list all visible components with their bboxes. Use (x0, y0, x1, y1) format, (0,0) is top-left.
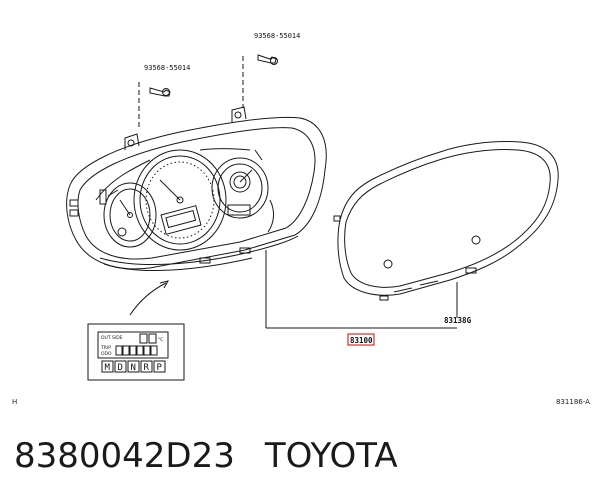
meter-glass (333, 141, 559, 301)
reference-code: 831186-A (556, 398, 590, 406)
parts-diagram: 93568-55014 93568-55014 83138G 83100 OUT… (12, 32, 590, 406)
speedometer (133, 149, 227, 251)
brand-name: TOYOTA (264, 436, 398, 476)
tachometer (103, 182, 157, 248)
mode-letter-d: D (118, 363, 123, 373)
mode-letter-n: N (131, 363, 136, 373)
callout-glass[interactable]: 83138G (444, 316, 472, 325)
display-inset (87, 323, 185, 381)
callout-meter-assy[interactable]: 83100 (350, 336, 373, 345)
detail-arrow (129, 280, 170, 316)
label-trip: TRIP (100, 345, 111, 351)
corner-mark: H (12, 398, 17, 406)
part-info: 8380042D23 TOYOTA (14, 436, 398, 476)
part-number: 8380042D23 (14, 436, 235, 476)
meter-housing (66, 106, 327, 272)
mode-letter-m: M (105, 363, 111, 373)
mode-letter-p: P (157, 363, 163, 373)
callout-screw-right[interactable]: 93568-55014 (254, 32, 300, 40)
label-degree: °C (158, 337, 163, 343)
screw-left (138, 82, 171, 130)
meter-detail-lines (95, 148, 274, 233)
highlight-box (347, 333, 375, 346)
label-outside: OUT SIDE (101, 335, 123, 341)
screw-right (242, 54, 278, 108)
fuel-temp-gauge (211, 157, 269, 219)
leader-lines (265, 250, 458, 329)
mode-letter-r: R (144, 363, 150, 373)
callout-screw-left[interactable]: 93568-55014 (144, 64, 190, 72)
label-odo: ODO (101, 351, 112, 357)
